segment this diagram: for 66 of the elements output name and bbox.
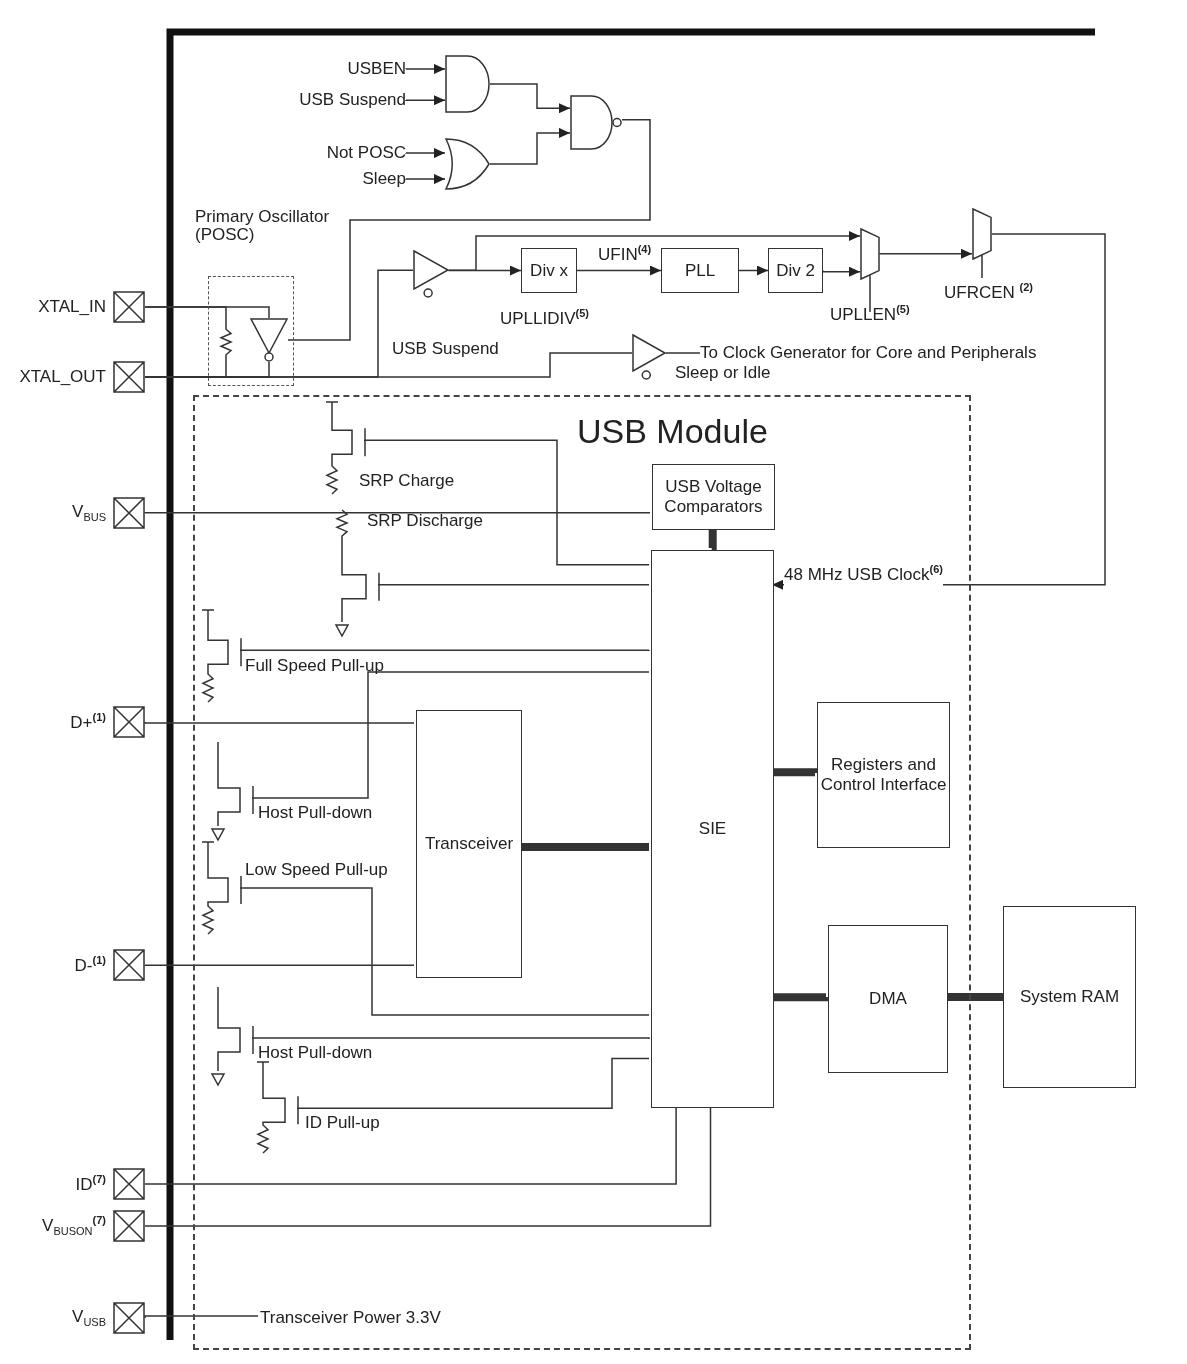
connector-line	[363, 439, 650, 566]
group-title: Primary Oscillator (POSC)	[195, 208, 331, 244]
arrow	[822, 266, 861, 277]
block-box: Registers and Control Interface	[817, 702, 950, 848]
block-box: PLL	[661, 248, 739, 293]
arrow	[879, 248, 973, 259]
arrow	[448, 231, 861, 271]
bus-line	[772, 993, 830, 1002]
block-box: Div 2	[768, 248, 823, 293]
arrow	[405, 63, 446, 74]
signal-label: Low Speed Pull-up	[245, 859, 388, 881]
arrow	[405, 95, 446, 106]
signal-label: SRP Discharge	[367, 510, 483, 532]
arrow	[576, 265, 662, 276]
signal-label: Sleep	[362, 168, 406, 190]
signal-label: USB Suspend	[299, 89, 406, 111]
block-box: SIE	[651, 550, 774, 1108]
pin-label: XTAL_OUT	[19, 367, 106, 387]
connector-line	[144, 721, 415, 724]
connector-line	[665, 352, 701, 354]
signal-label: USB Suspend	[392, 338, 499, 360]
bus-line	[946, 993, 1003, 1001]
signal-label: To Clock Generator for Core and Peripherals	[700, 342, 1037, 364]
arrow	[405, 174, 446, 185]
signal-label: UPLLIDIV$^{(5)}$	[500, 306, 590, 330]
signal-label: UPLLEN$^{(5)}$	[830, 302, 910, 326]
signal-label: Sleep or Idle	[675, 362, 771, 384]
block-box: System RAM	[1003, 906, 1136, 1088]
module-title: USB Module	[577, 412, 768, 451]
pin-label: V$_{BUS}$	[72, 502, 106, 524]
pin-label: D+$^{(1)}$	[70, 711, 106, 733]
connector-line	[144, 964, 415, 967]
signal-label: Transceiver Power 3.3V	[260, 1307, 441, 1329]
signal-label: Host Pull-down	[258, 1042, 373, 1064]
signal-label: Not POSC	[326, 142, 406, 164]
connector-line	[144, 1315, 259, 1319]
pin-label: V$_{USB}$	[72, 1307, 106, 1329]
arrow	[738, 265, 769, 276]
pin-label: XTAL_IN	[38, 297, 106, 317]
pin-label: ID$^{(7)}$	[75, 1173, 106, 1195]
connector-line	[287, 119, 651, 341]
block-box: Transceiver	[416, 710, 522, 978]
pin-label: D-$^{(1)}$	[74, 954, 106, 976]
connector-line	[377, 584, 650, 586]
module-boundary	[193, 395, 971, 1350]
block-box: Div x	[521, 248, 577, 293]
connector-line	[144, 512, 651, 514]
bus-line	[708, 528, 717, 552]
signal-label: ID Pull-up	[305, 1112, 380, 1134]
arrow	[489, 127, 571, 165]
block-box: USB Voltage Comparators	[652, 464, 775, 530]
signal-label: SRP Charge	[359, 470, 455, 492]
connector-line	[239, 649, 650, 651]
bus-line	[772, 768, 819, 777]
connector-line	[144, 306, 227, 311]
signal-label: Host Pull-down	[258, 802, 373, 824]
signal-label: UFRCEN $^{(2)}$	[944, 280, 1033, 304]
signal-label: Full Speed Pull-up	[245, 655, 384, 677]
connector-line	[251, 671, 650, 799]
arrow	[405, 148, 446, 159]
signal-label: USBEN	[347, 58, 406, 80]
connector-line	[296, 1057, 650, 1110]
block-box: DMA	[828, 925, 948, 1073]
connector-line	[239, 887, 650, 1016]
connector-line	[251, 1037, 650, 1040]
arrow	[489, 83, 571, 114]
